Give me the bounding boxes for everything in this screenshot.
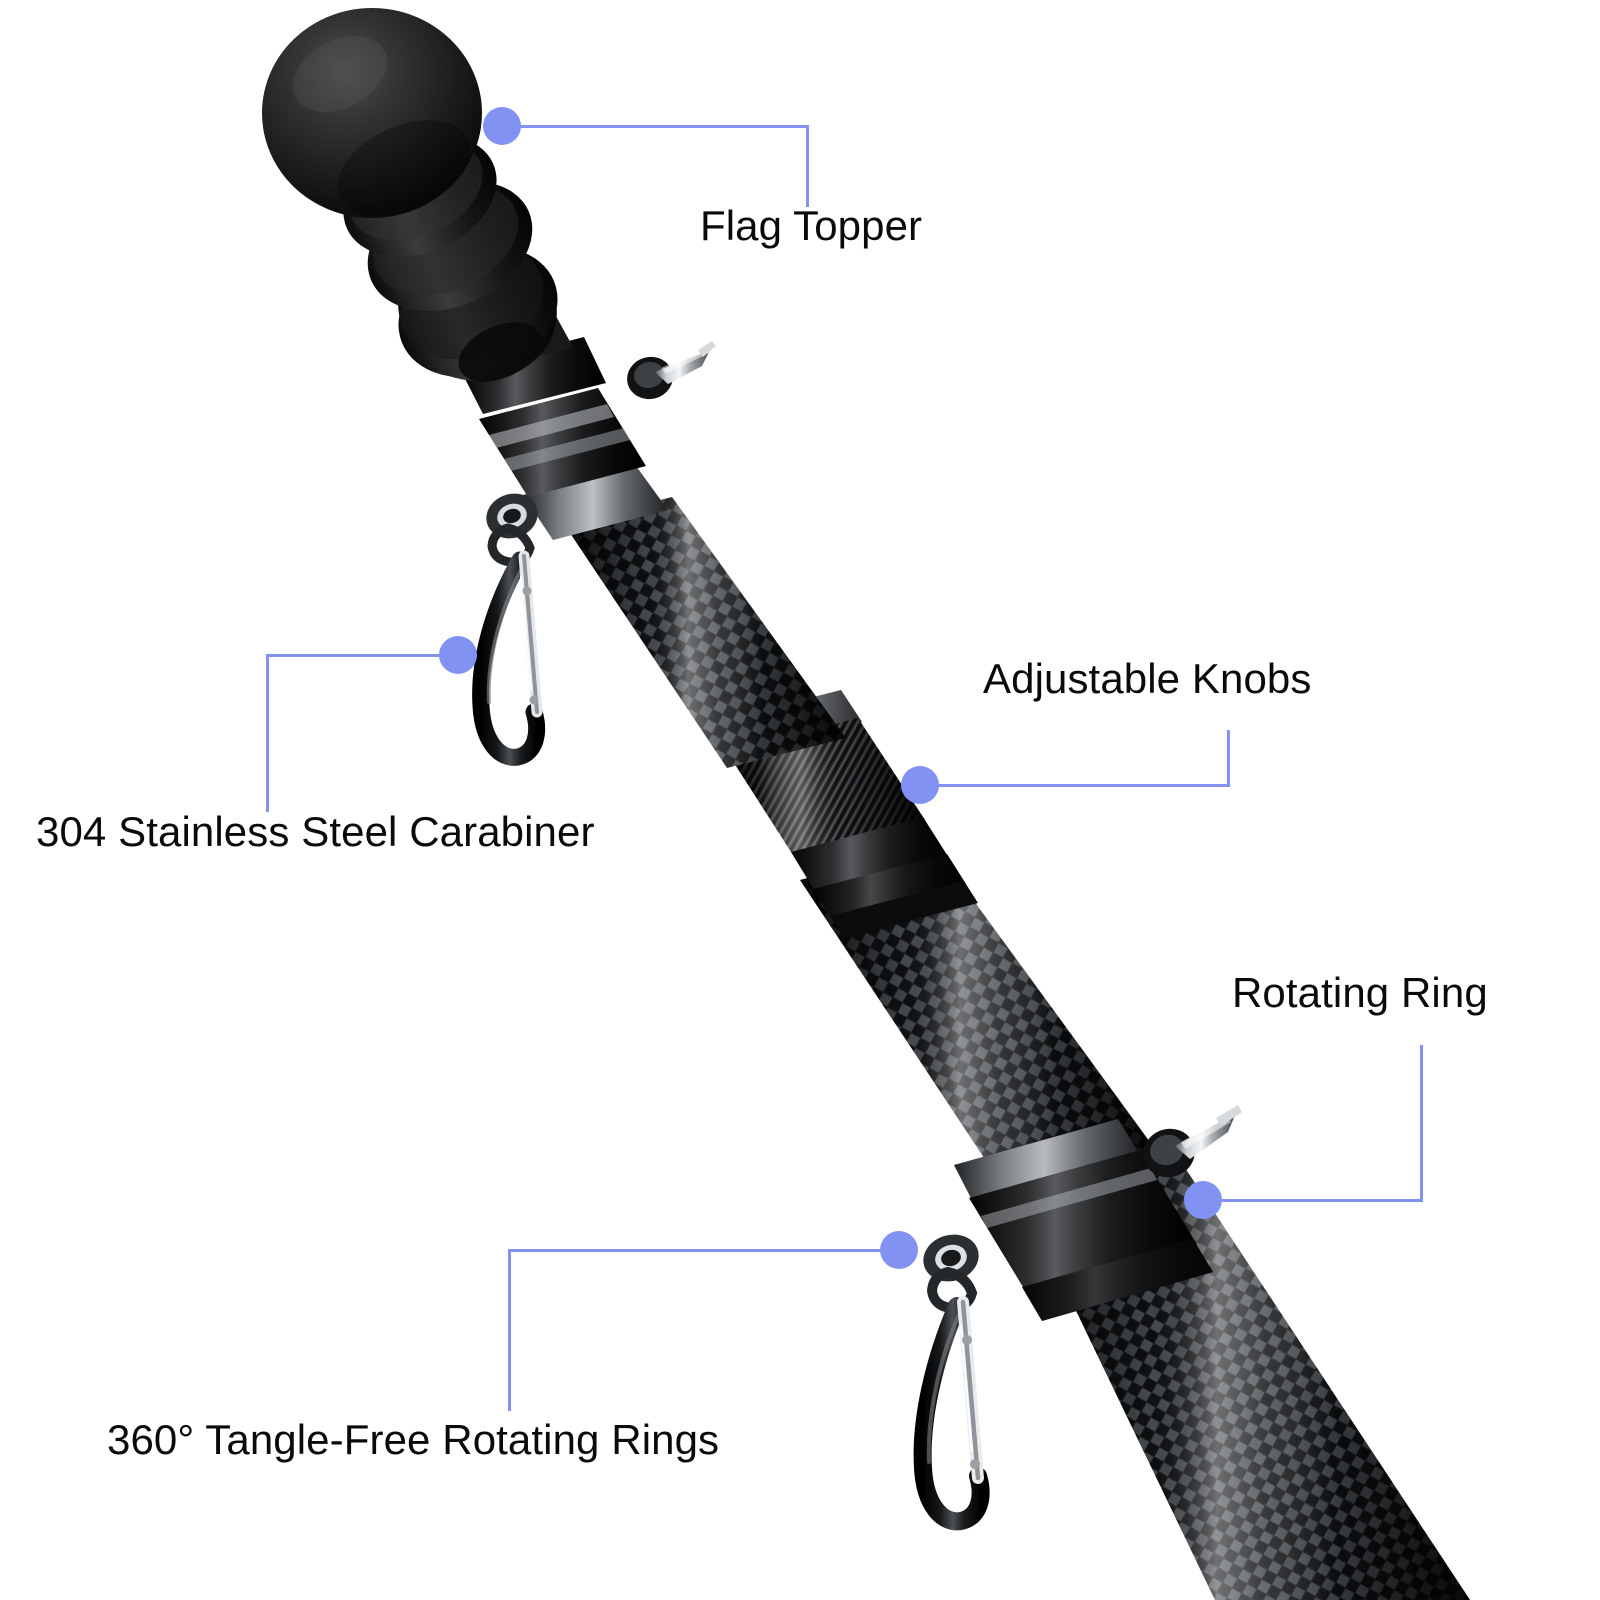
callout-line-vertical <box>508 1249 511 1411</box>
callout-label-tangle-free-rings: 360° Tangle-Free Rotating Rings <box>107 1416 720 1463</box>
callout-dot-rotating-ring <box>1184 1181 1222 1219</box>
lower-thumb-lever <box>1175 1105 1242 1159</box>
lower-carabiner <box>913 1234 990 1531</box>
upper-pole-section <box>564 497 846 768</box>
callout-line-horizontal <box>508 1249 908 1252</box>
callout-line-horizontal <box>920 784 1230 787</box>
callout-line-horizontal <box>1203 1199 1423 1202</box>
callout-label-rotating-ring: Rotating Ring <box>1232 969 1488 1016</box>
callout-label-stainless-carabiner: 304 Stainless Steel Carabiner <box>36 808 595 855</box>
callout-line-horizontal <box>266 654 468 657</box>
callout-dot-tangle-free-rings <box>880 1231 918 1269</box>
callout-line-horizontal <box>502 125 809 128</box>
callout-line-vertical <box>266 654 269 812</box>
callout-dot-flag-topper <box>483 107 521 145</box>
lower-ring-clamp <box>954 1105 1242 1321</box>
callout-dot-stainless-carabiner <box>439 636 477 674</box>
callout-line-vertical <box>806 125 809 207</box>
ball-finial <box>262 8 482 218</box>
upper-thumb-lever <box>655 341 716 384</box>
callout-dot-adjustable-knobs <box>901 766 939 804</box>
upper-carabiner <box>472 493 546 766</box>
callout-label-flag-topper: Flag Topper <box>700 202 923 249</box>
callout-label-adjustable-knobs: Adjustable Knobs <box>983 655 1312 702</box>
callout-line-vertical <box>1420 1045 1423 1200</box>
callout-line-vertical <box>1227 730 1230 785</box>
mid-pole-section <box>800 845 1163 1200</box>
